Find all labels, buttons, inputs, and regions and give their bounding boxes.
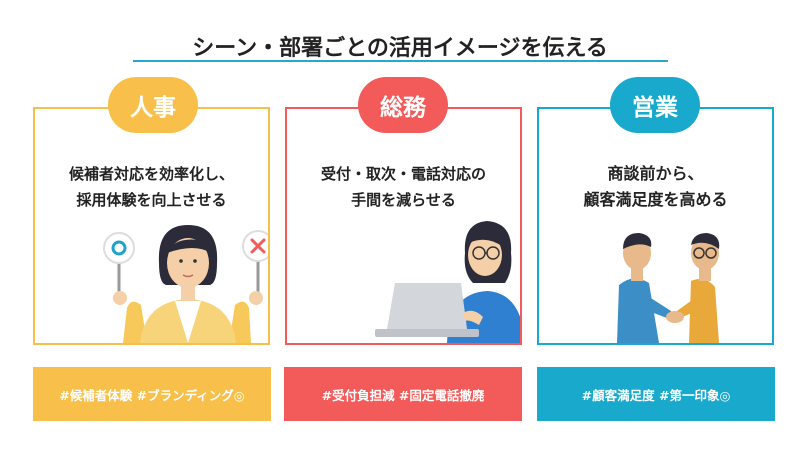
handshake-icon <box>666 311 684 323</box>
card-sales-line1: 商談前から、 <box>607 164 704 183</box>
card-sales-line2: 顧客満足度を高める <box>583 190 728 209</box>
card-hr: 候補者対応を効率化し、 採用体験を向上させる <box>33 107 270 345</box>
woman-at-laptop-illustration <box>375 221 520 343</box>
title-underline <box>133 60 668 62</box>
glasses-icon <box>693 247 705 259</box>
card-sales-description: 商談前から、 顧客満足度を高める <box>539 161 772 213</box>
card-hr-line2: 採用体験を向上させる <box>76 191 227 209</box>
woman-holding-signs-illustration <box>103 225 268 343</box>
card-ga-description: 受付・取次・電話対応の 手間を減らせる <box>287 161 520 213</box>
card-ga-line2: 手間を減らせる <box>351 191 456 209</box>
card-sales: 商談前から、 顧客満足度を高める <box>537 107 774 345</box>
card-hr-line1: 候補者対応を効率化し、 <box>68 165 234 183</box>
card-ga-line1: 受付・取次・電話対応の <box>320 165 486 183</box>
tagbar-sales: #顧客満足度 #第一印象◎ <box>537 367 775 421</box>
ng-sign-icon <box>242 230 268 262</box>
card-hr-description: 候補者対応を効率化し、 採用体験を向上させる <box>35 161 268 213</box>
tagbar-hr: #候補者体験 #ブランディング◎ <box>33 367 271 421</box>
tagbar-general-affairs: #受付負担減 #固定電話撤廃 <box>284 367 522 421</box>
page-title: シーン・部署ごとの活用イメージを伝える <box>192 36 608 61</box>
ok-sign-icon <box>103 232 135 264</box>
badge-general-affairs: 総務 <box>358 77 448 133</box>
badge-sales: 営業 <box>610 77 700 133</box>
badge-hr: 人事 <box>108 77 198 133</box>
card-general-affairs: 受付・取次・電話対応の 手間を減らせる <box>285 107 522 345</box>
handshake-illustration <box>617 233 720 343</box>
laptop-icon <box>387 283 467 329</box>
